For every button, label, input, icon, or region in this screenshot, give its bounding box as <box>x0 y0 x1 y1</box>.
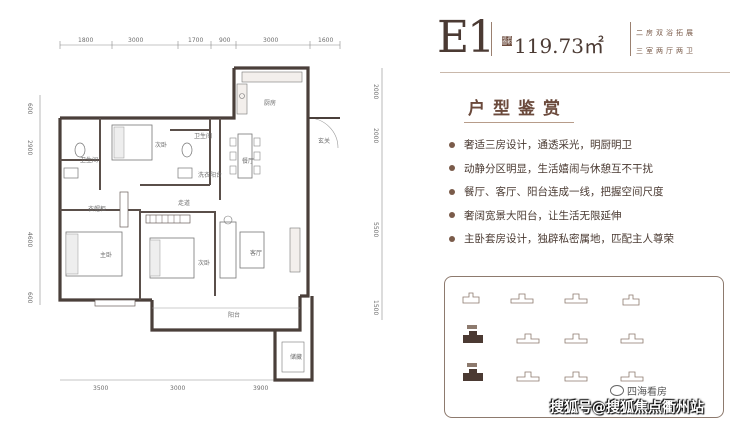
unit-style-label: 二房双浴拓展 <box>636 29 696 37</box>
bullet-icon <box>449 165 455 172</box>
dim-top-2: 3000 <box>128 37 144 44</box>
room-storage: 储藏 <box>290 354 303 361</box>
feature-text: 餐厅、客厅、阳台连成一线，把握空间尺度 <box>464 186 664 199</box>
room-living: 客厅 <box>250 250 263 257</box>
room-cabinet: 衣帽柜 <box>88 206 107 213</box>
unit-area: 119.73㎡ <box>514 34 604 58</box>
feature-item: 餐厅、客厅、阳台连成一线，把握空间尺度 <box>449 180 739 204</box>
dim-top-3: 1700 <box>188 37 204 44</box>
bullet-icon <box>449 212 455 219</box>
room-bedroom2: 次卧 <box>198 260 211 267</box>
dim-right-1: 2000 <box>372 84 379 100</box>
room-bedroom-top: 次卧 <box>155 142 168 149</box>
dim-right-2: 2000 <box>372 128 379 144</box>
watermark-account: 四海看房 <box>610 383 667 398</box>
feature-item: 动静分区明显，生活嬉闹与休憩互不干扰 <box>449 157 739 181</box>
unit-room-label: 三室两厅两卫 <box>636 47 696 55</box>
dim-bottom-2: 3000 <box>170 385 186 392</box>
room-master: 主卧 <box>100 252 113 259</box>
feature-list: 奢适三房设计，通透采光，明厨明卫 动静分区明显，生活嬉闹与休憩互不干扰 餐厅、客… <box>449 133 739 251</box>
dim-bottom-1: 3500 <box>93 385 109 392</box>
bullet-icon <box>449 141 455 148</box>
room-bath-right: 卫生间 <box>194 133 213 140</box>
dim-top-1: 1800 <box>78 37 94 44</box>
dim-left-4: 600 <box>26 292 33 304</box>
room-laundry: 洗衣阳台 <box>198 172 223 179</box>
dim-bottom-3: 3900 <box>253 385 269 392</box>
watermark-overlay: 搜狐号@搜狐焦点衢州站 <box>550 400 704 416</box>
room-entry: 玄关 <box>318 138 331 145</box>
dim-right-4: 1500 <box>372 300 379 316</box>
area-tag: 建筑面积 <box>502 35 513 46</box>
feature-item: 奢适三房设计，通透采光，明厨明卫 <box>449 133 739 157</box>
dim-top-6: 1600 <box>318 37 334 44</box>
feature-text: 动静分区明显，生活嬉闹与休憩互不干扰 <box>464 162 653 175</box>
bullet-icon <box>449 235 455 242</box>
dim-left-2: 2900 <box>26 140 33 156</box>
building-location-map <box>444 276 724 418</box>
room-kitchen: 厨房 <box>264 100 277 107</box>
divider <box>491 22 492 56</box>
feature-text: 奢阔宽景大阳台，让生活无限延伸 <box>464 209 622 222</box>
dim-left-1: 600 <box>26 103 33 115</box>
room-hallway: 走道 <box>178 200 191 207</box>
watermark-account-text: 四海看房 <box>627 387 667 398</box>
feature-item: 主卧套房设计，独辟私密属地，匹配主人尊荣 <box>449 227 739 251</box>
feature-item: 奢阔宽景大阳台，让生活无限延伸 <box>449 204 739 228</box>
floor-plan-drawing <box>39 41 383 382</box>
feature-text: 主卧套房设计，独辟私密属地，匹配主人尊荣 <box>464 233 674 246</box>
room-bath-left: 卫生间 <box>80 157 99 164</box>
dim-top-5: 3000 <box>263 37 279 44</box>
floor-plan: 1800 3000 1700 900 3000 1600 3500 3000 3… <box>26 37 383 392</box>
features-title-underline <box>464 122 574 123</box>
info-panel: E1 建筑面积 119.73㎡ 二房双浴拓展 三室两厅两卫 户型鉴赏 奢适三房设… <box>404 0 740 426</box>
divider <box>630 22 631 56</box>
room-dining: 餐厅 <box>242 158 255 165</box>
dim-top-4: 900 <box>219 37 231 44</box>
unit-code: E1 <box>437 12 495 63</box>
dim-right-3: 5500 <box>372 222 379 238</box>
features-title: 户型鉴赏 <box>468 99 568 119</box>
header-divider <box>440 72 730 73</box>
dim-left-3: 4600 <box>26 232 33 248</box>
chat-icon <box>610 385 624 396</box>
building-location-drawing <box>462 292 644 382</box>
bullet-icon <box>449 188 455 195</box>
room-balcony: 阳台 <box>228 312 241 319</box>
feature-text: 奢适三房设计，通透采光，明厨明卫 <box>464 139 632 152</box>
